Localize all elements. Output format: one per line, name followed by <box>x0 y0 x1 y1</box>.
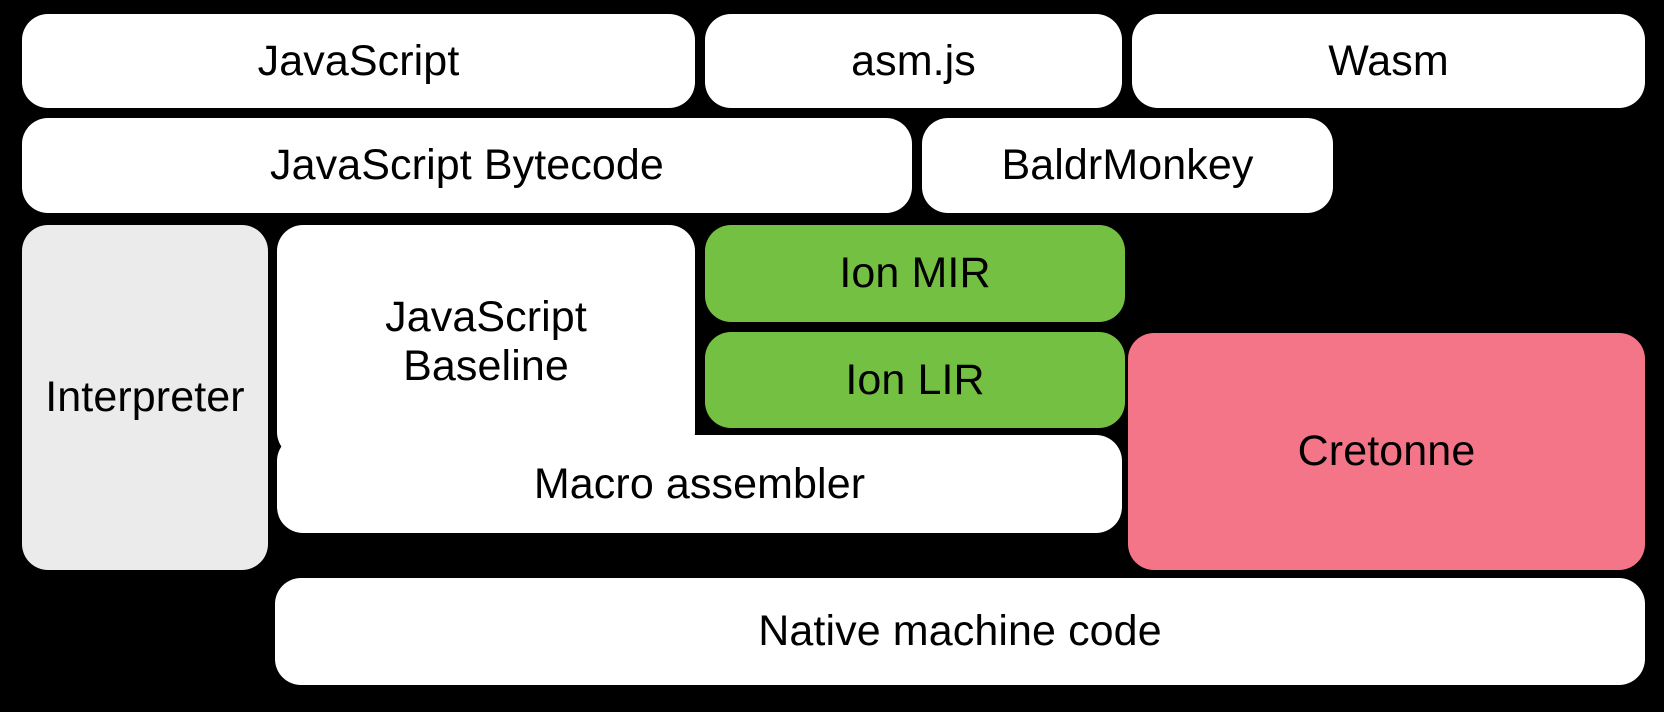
node-interpreter[interactable]: Interpreter <box>22 225 268 570</box>
node-cretonne[interactable]: Cretonne <box>1128 333 1645 570</box>
node-javascript-bytecode[interactable]: JavaScript Bytecode <box>22 118 912 213</box>
node-ion-lir[interactable]: Ion LIR <box>705 332 1125 428</box>
node-javascript-baseline[interactable]: JavaScript Baseline <box>277 225 695 458</box>
node-baldrmonkey[interactable]: BaldrMonkey <box>922 118 1333 213</box>
node-macro-assembler[interactable]: Macro assembler <box>277 435 1122 533</box>
node-wasm[interactable]: Wasm <box>1132 14 1645 108</box>
node-javascript[interactable]: JavaScript <box>22 14 695 108</box>
node-asm-js[interactable]: asm.js <box>705 14 1122 108</box>
node-native-machine-code[interactable]: Native machine code <box>275 578 1645 685</box>
node-ion-mir[interactable]: Ion MIR <box>705 225 1125 322</box>
